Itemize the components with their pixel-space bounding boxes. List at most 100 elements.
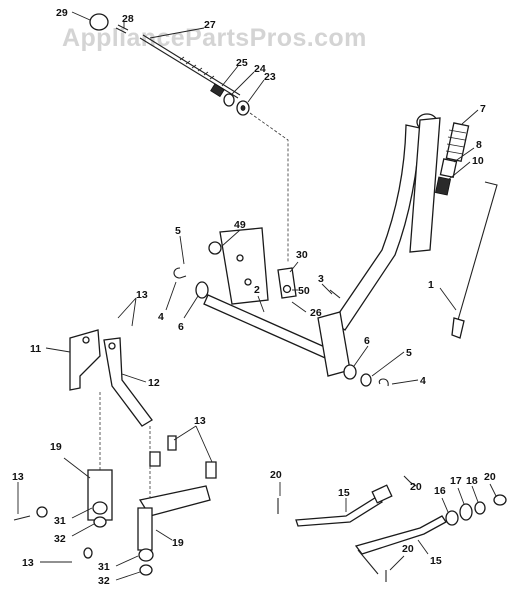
label-part-13-d: 13	[22, 557, 34, 569]
label-part-8: 8	[476, 139, 482, 151]
lift-link-end	[451, 317, 465, 339]
leader-1	[439, 287, 457, 311]
bracket-part-19-lower	[137, 507, 153, 551]
leader-6a	[183, 295, 199, 319]
spring-part-7	[445, 122, 470, 163]
label-part-31-b: 31	[98, 561, 110, 573]
spacer-part-16	[445, 510, 459, 526]
label-part-20-c: 20	[484, 471, 496, 483]
label-part-26: 26	[310, 307, 322, 319]
clip-part-20-right	[493, 494, 507, 506]
lower-linkage	[13, 469, 211, 576]
leader-15b	[417, 539, 429, 555]
spring-coils	[445, 129, 467, 155]
leader-20c	[489, 483, 497, 497]
spacer-part-28	[115, 24, 129, 34]
label-part-15-a: 15	[338, 487, 350, 499]
arm-hole-11	[82, 336, 90, 344]
leader-3	[321, 283, 333, 295]
leader-25	[221, 65, 239, 87]
label-part-4-b: 4	[420, 375, 426, 387]
lift-link-rod	[457, 181, 498, 321]
label-part-13-a: 13	[136, 289, 148, 301]
label-part-4-a: 4	[158, 311, 164, 323]
watermark-text: AppliancePartsPros.com	[62, 24, 367, 52]
leader-2	[257, 295, 265, 313]
label-part-25: 25	[236, 57, 248, 69]
bushing-part-31-left	[92, 501, 108, 515]
label-part-6-a: 6	[178, 321, 184, 333]
washer-lower-13	[83, 547, 93, 559]
handle-sleeve	[409, 117, 441, 253]
rod-15-lower-leg	[357, 549, 379, 575]
washer-part-17	[459, 503, 473, 521]
washer-part-5-right	[360, 373, 372, 387]
label-part-24: 24	[254, 63, 266, 75]
bracket-hole-2	[244, 278, 252, 286]
label-part-31-a: 31	[54, 515, 66, 527]
shaft-part-2	[203, 294, 337, 362]
leader-32a	[71, 523, 95, 537]
clevis-pin-50	[282, 284, 292, 294]
washer-left-13	[36, 506, 48, 518]
bushing-part-32-right	[139, 564, 153, 576]
leader-5a	[179, 235, 185, 265]
label-part-17: 17	[450, 475, 462, 487]
lift-arm-part-12	[103, 337, 153, 427]
label-part-3: 3	[318, 273, 324, 285]
arm-hole-12	[108, 342, 116, 350]
label-part-16: 16	[434, 485, 446, 497]
leader-24	[231, 71, 255, 95]
clevis-part-30	[277, 267, 297, 299]
label-part-18: 18	[466, 475, 478, 487]
hook-part-13-a	[167, 435, 177, 451]
knob-part-29	[89, 13, 109, 31]
leader-18	[471, 485, 479, 503]
leader-11	[45, 347, 71, 353]
bushing-part-18	[474, 501, 486, 515]
cotter-part-3	[329, 289, 341, 299]
label-part-29: 29	[56, 7, 68, 19]
clip-part-4-right	[378, 378, 389, 387]
label-part-7: 7	[480, 103, 486, 115]
lift-link-part-1	[451, 181, 498, 339]
mounting-bracket	[219, 227, 269, 305]
bushing-part-6-left	[195, 281, 209, 299]
leader-8	[453, 147, 475, 163]
leader-31b	[115, 555, 139, 567]
washer-hole-23	[240, 105, 246, 111]
bushing-part-31-right	[138, 548, 154, 562]
leader-16	[441, 497, 449, 513]
alignment-line-rod	[249, 112, 289, 262]
label-part-32-a: 32	[54, 533, 66, 545]
leader-49	[221, 229, 241, 247]
part-labels: 1 2 3 4 4 5 5 6 6 7 8 10 11 12 13 13 13 …	[12, 7, 496, 587]
label-part-15-b: 15	[430, 555, 442, 567]
leader-7	[461, 109, 479, 125]
label-part-30: 30	[296, 249, 308, 261]
rod-part-15-lower	[354, 515, 447, 555]
leader-10	[447, 161, 471, 181]
deck-rod-assembly	[277, 475, 507, 582]
label-part-23: 23	[264, 71, 276, 83]
leader-lines	[17, 11, 497, 581]
lift-arms	[69, 329, 217, 510]
label-part-50: 50	[298, 285, 310, 297]
hook-part-13-c	[205, 461, 217, 479]
lift-rod-assembly	[89, 13, 250, 116]
leader-13a	[117, 297, 137, 327]
leader-31a	[71, 507, 93, 519]
label-part-6-b: 6	[364, 335, 370, 347]
label-part-19-b: 19	[172, 537, 184, 549]
coupler-upper	[371, 484, 393, 504]
leader-19b	[155, 529, 173, 541]
leader-30	[289, 261, 299, 273]
pin-left-13	[13, 515, 31, 521]
leader-20d	[389, 555, 405, 571]
label-part-5-b: 5	[406, 347, 412, 359]
rod-thread	[179, 56, 215, 80]
label-part-20-a: 20	[270, 469, 282, 481]
leader-4a	[165, 281, 177, 311]
rod-part-15-upper	[295, 495, 383, 527]
